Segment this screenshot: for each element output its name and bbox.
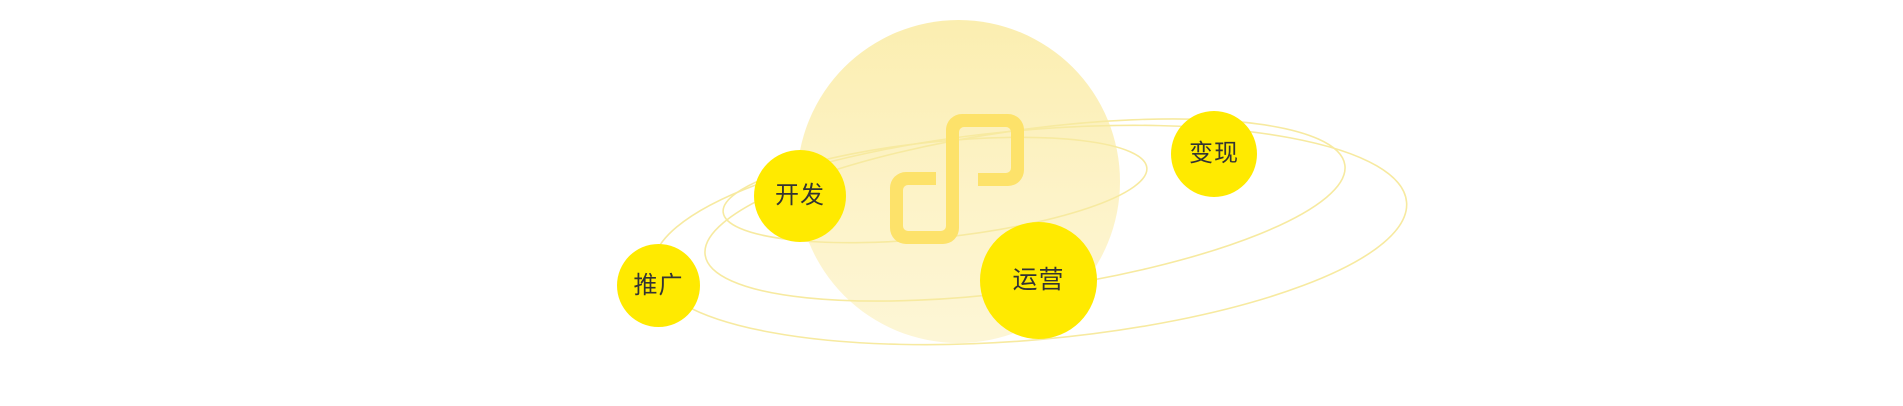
node-develop-label: 开发 xyxy=(775,182,825,209)
node-develop[interactable]: 开发 xyxy=(754,150,846,242)
node-promote[interactable]: 推广 xyxy=(617,244,700,327)
node-operate[interactable]: 运营 xyxy=(980,222,1097,339)
node-operate-label: 运营 xyxy=(1012,266,1065,294)
node-promote-label: 推广 xyxy=(633,271,684,299)
node-monetize-label: 变现 xyxy=(1189,140,1239,167)
mini-program-logo-icon xyxy=(890,114,1024,244)
node-monetize[interactable]: 变现 xyxy=(1171,111,1257,197)
